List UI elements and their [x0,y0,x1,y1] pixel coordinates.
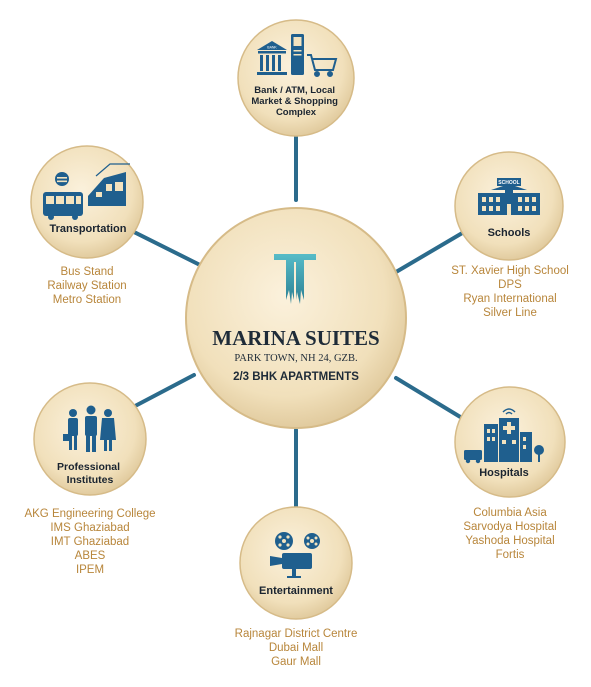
hospitals-item-4: Fortis [496,549,525,561]
transportation-item-2: Railway Station [47,280,126,292]
train-icon [88,163,130,206]
node-entertainment: Entertainment [239,506,353,620]
metro-logo-icon [55,172,69,186]
schools-item-3: Ryan International [463,293,556,305]
professional-amenities: AKG Engineering College IMS Ghaziabad IM… [24,508,155,576]
shopping-cart-icon [307,54,338,77]
svg-text:Bank / ATM, Local Market: Bank / ATM, Local Market & Shopping Comp… [251,85,340,118]
professionals-icon [63,405,116,452]
entertainment-title: Entertainment [259,585,333,597]
schools-title: Schools [488,227,531,239]
professional-item-1: AKG Engineering College [24,508,155,520]
bank-title-line-3: Complex [276,107,317,118]
hospitals-amenities: Columbia Asia Sarvodya Hospital Yashoda … [463,507,556,561]
bank-title-line-2: Market & Shopping [251,96,338,107]
svg-text:Professional Institutes: Professional Institutes [57,461,123,486]
entertainment-amenities: Rajnagar District Centre Dubai Mall Gaur… [235,628,358,668]
professional-title-line-1: Professional [57,461,120,473]
schools-item-4: Silver Line [483,307,537,319]
professional-item-5: IPEM [76,564,104,576]
bank-icon [257,41,287,75]
transportation-title: Transportation [49,223,126,235]
brand-name: MARINA SUITES [212,326,379,350]
node-professional: Professional Institutes [33,382,147,496]
brand-location: PARK TOWN, NH 24, GZB. [234,353,357,364]
atm-icon [291,34,304,75]
professional-title-line-2: Institutes [67,474,114,486]
transportation-item-1: Bus Stand [60,266,113,278]
node-hospitals: Hospitals [454,386,566,498]
schools-item-2: DPS [498,279,522,291]
school-sign: SCHOOL [498,180,519,186]
professional-item-2: IMS Ghaziabad [50,522,129,534]
node-transportation: Transportation [30,145,144,259]
hospital-building-icon [484,418,532,462]
transportation-amenities: Bus Stand Railway Station Metro Station [47,266,126,306]
node-bank: BANK Bank / ATM, Local Market & Shopping… [237,19,355,137]
marina-suites-logo [274,254,316,304]
bus-icon [43,192,83,220]
connector-transportation [122,225,208,270]
entertainment-item-3: Gaur Mall [271,656,321,668]
connector-hospitals [394,376,464,420]
node-schools: SCHOOL Schools [454,151,564,261]
bank-sign: BANK [267,46,277,50]
transportation-item-3: Metro Station [53,294,121,306]
entertainment-item-2: Dubai Mall [269,642,323,654]
school-building-icon [478,178,540,215]
professional-item-4: ABES [75,550,106,562]
hospitals-item-1: Columbia Asia [473,507,547,519]
bank-title-line-1: Bank / ATM, Local [254,85,335,96]
schools-item-1: ST. Xavier High School [451,265,569,277]
wifi-signal-icon [502,408,516,415]
ambulance-icon [464,450,482,464]
tree-icon [534,445,544,462]
professional-item-3: IMT Ghaziabad [51,536,129,548]
brand-tagline: 2/3 BHK APARTMENTS [233,371,359,383]
center-node: MARINA SUITES PARK TOWN, NH 24, GZB. 2/3… [185,207,407,429]
entertainment-item-1: Rajnagar District Centre [235,628,358,640]
schools-amenities: ST. Xavier High School DPS Ryan Internat… [451,265,569,319]
hospitals-item-3: Yashoda Hospital [465,535,554,547]
connector-schools [394,230,466,274]
hospitals-title: Hospitals [479,467,529,479]
hospitals-item-2: Sarvodya Hospital [463,521,556,533]
film-projector-icon [270,532,320,578]
